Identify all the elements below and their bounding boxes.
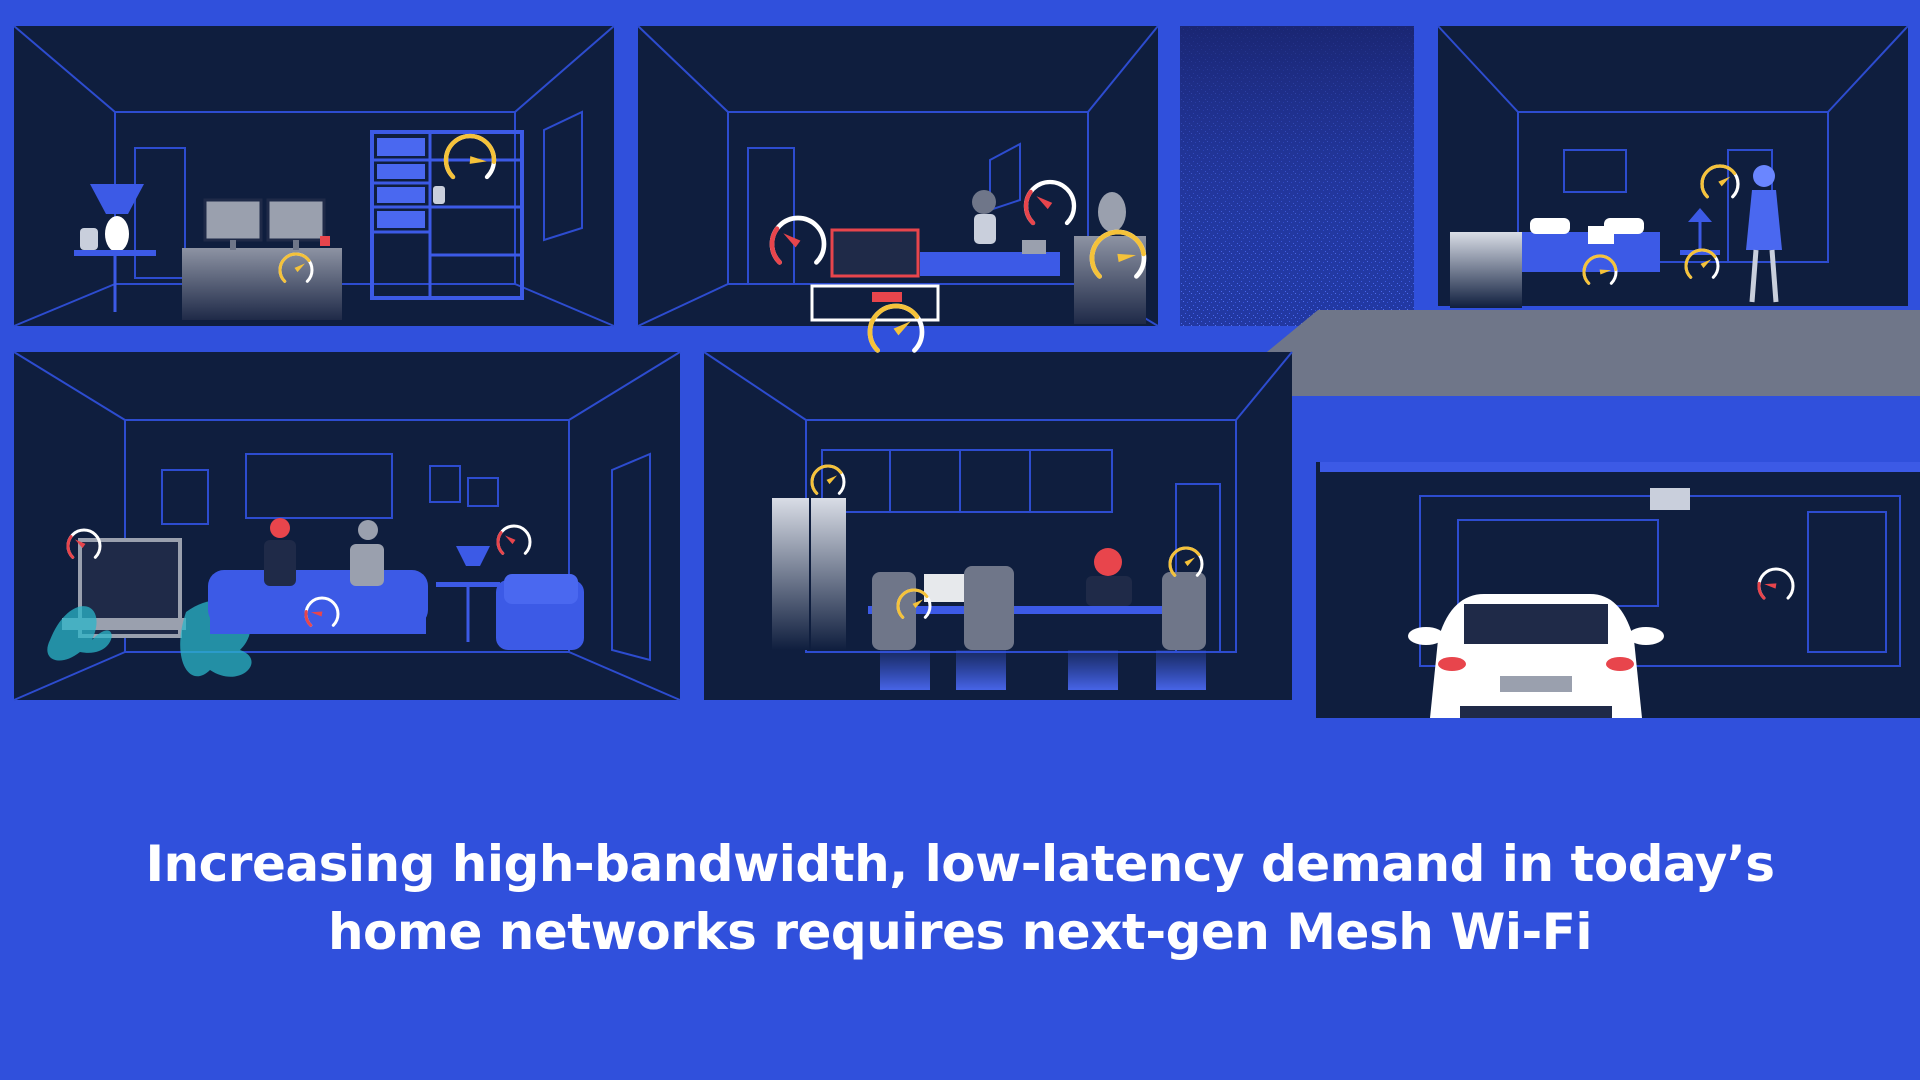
caption-line-1: Increasing high-bandwidth, low-latency d…: [145, 835, 1775, 893]
gauge-level: [1168, 546, 1201, 577]
gauge-needle: [1036, 196, 1053, 210]
garage-roof: [1228, 310, 1920, 396]
gauge-needle: [504, 535, 516, 545]
room-kids: [637, 25, 1159, 327]
gauge-needle: [1184, 557, 1196, 567]
gauge-level: [66, 535, 75, 559]
gauge-needle: [1599, 269, 1612, 275]
room-bedroom: [1437, 25, 1909, 308]
speed-gauge-icon: [278, 252, 314, 283]
gauge-needle: [1117, 253, 1136, 263]
speed-gauge-icon: [443, 133, 497, 180]
speed-gauge-icon: [496, 524, 532, 555]
speed-gauge-icon: [867, 303, 925, 353]
room-kitchen: [703, 351, 1293, 700]
gauges-layer: [66, 133, 1795, 627]
gauge-needle: [783, 233, 801, 248]
speed-gauge-icon: [1757, 567, 1795, 600]
gauge-level: [496, 531, 505, 555]
gauge-needle: [912, 599, 924, 609]
gauge-needle: [1718, 176, 1731, 187]
speed-gauge-icon: [304, 596, 340, 627]
gauge-level: [1089, 229, 1147, 279]
gauge-level: [1757, 581, 1766, 600]
gauge-level: [1700, 164, 1737, 199]
gauge-level: [867, 303, 920, 353]
gauge-level: [769, 226, 782, 265]
gauge-needle: [1700, 259, 1712, 269]
room-living: [13, 351, 681, 701]
speed-gauge-icon: [1700, 164, 1740, 199]
gauge-needle: [294, 263, 306, 273]
speed-gauge-icon: [1582, 254, 1618, 285]
gauge-level: [896, 588, 929, 619]
speed-gauge-icon: [66, 528, 102, 559]
gauge-needle: [893, 321, 911, 336]
speed-gauge-icon: [810, 464, 846, 495]
room-garage: [1316, 462, 1920, 718]
gauge-level: [1582, 254, 1618, 285]
speed-gauge-icon: [769, 215, 827, 265]
gauge-level: [443, 133, 497, 180]
gauge-level: [810, 464, 843, 495]
gauge-level: [304, 609, 313, 627]
gauge-level: [1684, 248, 1717, 279]
room-office: [13, 25, 615, 327]
speed-gauge-icon: [1089, 229, 1147, 279]
caption-line-2: home networks requires next-gen Mesh Wi-…: [327, 903, 1593, 961]
speed-gauge-icon: [1023, 179, 1077, 226]
speed-gauge-icon: [896, 588, 932, 619]
speed-gauge-icon: [1684, 248, 1720, 279]
gauge-needle: [1764, 583, 1777, 589]
gauge-needle: [826, 475, 838, 485]
gauge-level: [278, 252, 311, 283]
gauge-needle: [469, 156, 487, 164]
gauge-level: [1023, 189, 1036, 226]
speed-gauge-icon: [1168, 546, 1204, 577]
gauge-needle: [74, 539, 86, 549]
gauge-needle: [310, 611, 323, 617]
